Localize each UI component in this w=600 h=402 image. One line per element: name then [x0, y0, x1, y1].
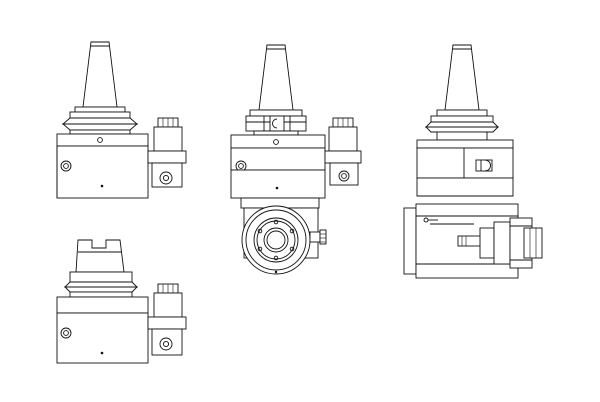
body: [56, 133, 149, 199]
body: [56, 296, 149, 364]
flange: [61, 106, 139, 135]
tool-collet: [479, 217, 543, 269]
body: [416, 139, 514, 197]
coolant-block: [147, 283, 187, 356]
coolant-block: [147, 117, 187, 188]
spindle-face: [253, 217, 299, 274]
taper-shank: [444, 44, 480, 111]
view-side: [230, 44, 362, 275]
view-front: [56, 41, 187, 199]
body: [230, 134, 326, 199]
taper-shank: [258, 44, 294, 111]
flange: [245, 109, 307, 136]
view-end: [403, 44, 543, 279]
view-front-lower: [56, 239, 187, 364]
flange: [424, 109, 500, 147]
angle-head: [240, 197, 327, 275]
flange: [63, 271, 139, 311]
taper-shank: [82, 41, 118, 108]
coolant-block: [324, 117, 362, 186]
